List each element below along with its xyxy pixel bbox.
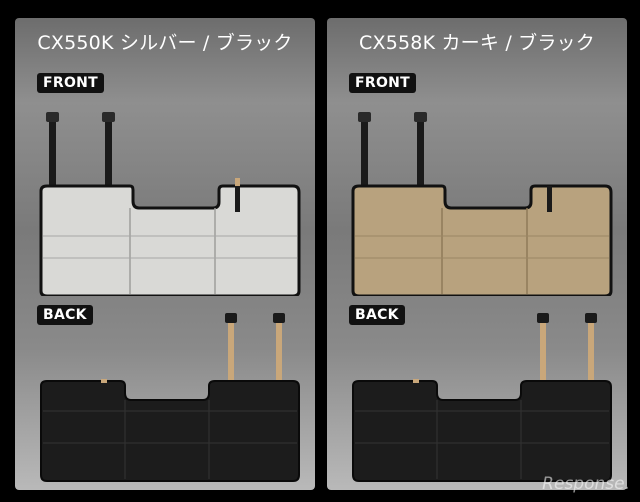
watermark: Response. [542, 474, 630, 494]
back-cover-body [40, 380, 300, 482]
buckle [46, 112, 59, 122]
strap [361, 112, 368, 192]
front-cover-image [39, 112, 301, 296]
buckle [414, 112, 427, 122]
buckle [537, 313, 549, 323]
strap [49, 112, 56, 192]
back-cover-body [352, 380, 612, 482]
buckle [358, 112, 371, 122]
strap [105, 112, 112, 192]
front-label: FRONT [37, 73, 105, 93]
front-label: FRONT [349, 73, 417, 93]
strap [228, 313, 234, 383]
back-cover-image [352, 313, 612, 482]
back-cover-image [40, 313, 300, 482]
front-cover-body [39, 184, 301, 296]
back-label: BACK [349, 305, 405, 325]
strap [588, 313, 594, 383]
strap [417, 112, 424, 192]
product-title: CX558K カーキ / ブラック [359, 32, 595, 54]
strap [540, 313, 546, 383]
back-label: BACK [37, 305, 93, 325]
product-title: CX550K シルバー / ブラック [37, 32, 293, 54]
front-cover-body [351, 184, 613, 296]
product-panel-khaki-black: CX558K カーキ / ブラック FRONT BACK [327, 18, 627, 490]
buckle [585, 313, 597, 323]
product-panel-silver-black: CX550K シルバー / ブラック FRONT BACK [15, 18, 315, 490]
buckle [102, 112, 115, 122]
buckle [273, 313, 285, 323]
buckle [225, 313, 237, 323]
strap [276, 313, 282, 383]
front-cover-image [351, 112, 613, 296]
